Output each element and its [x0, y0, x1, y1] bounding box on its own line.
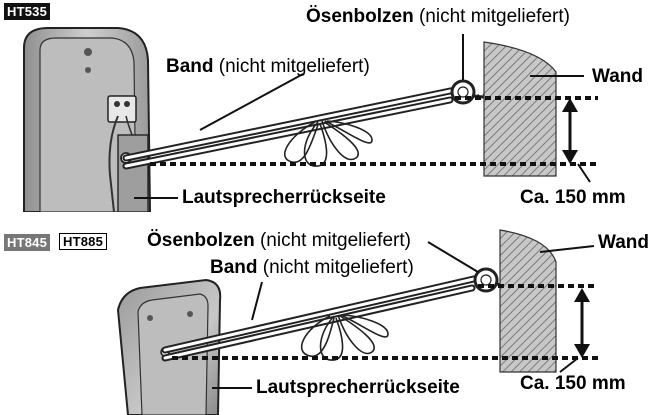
- speaker-back-unit: [23, 27, 152, 212]
- band-strap: [161, 274, 482, 362]
- band-label: Band (nicht mitgeliefert): [166, 56, 370, 77]
- wall: [483, 41, 557, 177]
- leader-lines: [134, 34, 591, 199]
- distance-label: Ca. 150 mm: [520, 187, 626, 208]
- dimension-arrow: [574, 288, 590, 358]
- distance-label: Ca. 150 mm: [520, 373, 626, 394]
- eye-bolt-label: Ösenbolzen (nicht mitgeliefert): [147, 230, 411, 251]
- model-badge-ht535: HT535: [4, 3, 51, 20]
- top-panel: HT535 Ösenbolzen (nicht mitgeliefert) Ba…: [4, 3, 644, 212]
- leader-lines: [212, 241, 595, 389]
- speaker-back-label: Lautsprecherrückseite: [182, 187, 386, 208]
- wall-label: Wand: [598, 232, 650, 253]
- wall-label: Wand: [592, 66, 644, 87]
- bottom-illustration: [116, 229, 598, 415]
- model-badge-ht845: HT845: [4, 234, 51, 251]
- bottom-panel: HT845 HT885 Ösenbolzen (nicht mitgeliefe…: [0, 212, 651, 415]
- dimension-arrow: [562, 98, 578, 164]
- model-badge-ht885: HT885: [59, 233, 108, 250]
- wall: [499, 229, 557, 373]
- band-strap: [122, 86, 459, 170]
- band-label: Band (nicht mitgeliefert): [210, 257, 414, 278]
- speaker-back-label: Lautsprecherrückseite: [256, 377, 460, 398]
- eye-bolt-label: Ösenbolzen (nicht mitgeliefert): [306, 6, 570, 27]
- top-illustration: [23, 27, 598, 212]
